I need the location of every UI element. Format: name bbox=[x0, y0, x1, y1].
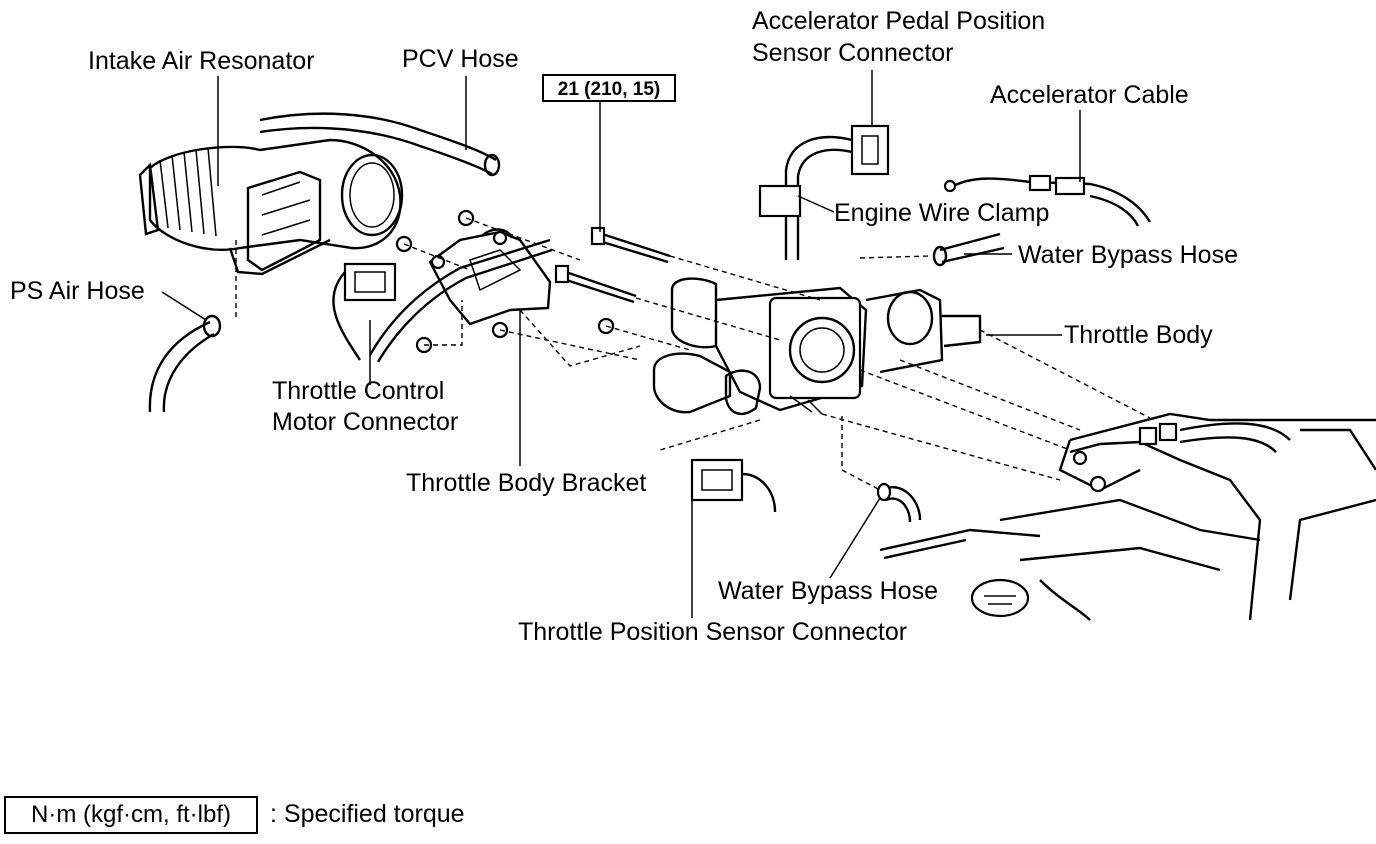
torque-spec-box: 21 (210, 15) bbox=[542, 74, 676, 102]
throttle-position-sensor-connector-drawing bbox=[690, 458, 777, 513]
label-throttle-position-sensor-connector: Throttle Position Sensor Connector bbox=[518, 618, 908, 646]
bolts-drawing bbox=[554, 226, 671, 304]
legend-units-box: N·m (kgf·cm, ft·lbf) bbox=[4, 796, 258, 834]
label-throttle-body: Throttle Body bbox=[1064, 321, 1213, 349]
label-engine-wire-clamp: Engine Wire Clamp bbox=[834, 199, 1050, 227]
ps-air-hose-drawing bbox=[148, 314, 222, 413]
water-bypass-hose-lower-drawing bbox=[876, 482, 922, 523]
label-water-bypass-hose-upper: Water Bypass Hose bbox=[1018, 241, 1238, 269]
engine-intake-drawing bbox=[879, 412, 1376, 621]
throttle-body-bracket-drawing bbox=[428, 228, 552, 326]
intake-air-resonator-drawing bbox=[138, 112, 501, 276]
leader-lines bbox=[161, 70, 1081, 618]
throttle-body-drawing bbox=[652, 277, 982, 415]
label-accelerator-pedal-sensor-line1: Accelerator Pedal Position bbox=[752, 7, 1046, 35]
label-water-bypass-hose-lower: Water Bypass Hose bbox=[718, 577, 938, 605]
label-accelerator-pedal-sensor-line2: Sensor Connector bbox=[752, 39, 954, 67]
legend-description: : Specified torque bbox=[270, 800, 465, 828]
label-pcv-hose: PCV Hose bbox=[402, 45, 519, 73]
label-intake-air-resonator: Intake Air Resonator bbox=[88, 47, 315, 75]
assembly-dashed-lines bbox=[235, 217, 1151, 491]
label-accelerator-cable: Accelerator Cable bbox=[990, 81, 1189, 109]
accelerator-pedal-sensor-drawing bbox=[758, 124, 890, 260]
water-bypass-hose-upper-drawing bbox=[932, 232, 1005, 267]
throttle-control-motor-connector-drawing bbox=[332, 238, 553, 363]
accelerator-cable-drawing bbox=[943, 174, 1152, 227]
label-ps-air-hose: PS Air Hose bbox=[10, 277, 145, 305]
label-throttle-body-bracket: Throttle Body Bracket bbox=[406, 469, 647, 497]
label-throttle-control-motor-line2: Motor Connector bbox=[272, 408, 459, 436]
label-throttle-control-motor-line1: Throttle Control bbox=[272, 377, 445, 405]
